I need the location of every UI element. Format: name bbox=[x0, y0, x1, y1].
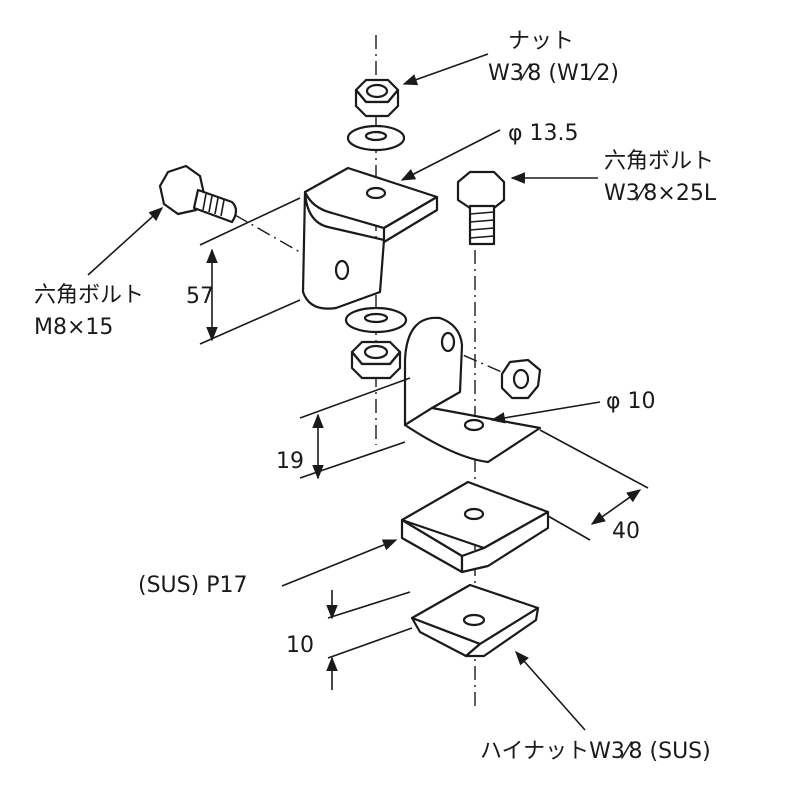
dimension-10-label: 10 bbox=[286, 633, 314, 658]
p17-plate bbox=[400, 480, 550, 574]
high-nut-plate bbox=[410, 583, 540, 658]
dimension-40-label: 40 bbox=[612, 519, 640, 544]
leader-hole-lower bbox=[490, 401, 601, 424]
top-nut bbox=[354, 78, 400, 118]
bolt-left-name-label: 六角ボルト bbox=[34, 283, 144, 308]
dimension-40 bbox=[539, 429, 649, 541]
dimension-57 bbox=[199, 197, 301, 345]
plate-label: (SUS) P17 bbox=[138, 573, 247, 598]
center-line-left-bolt bbox=[234, 214, 341, 276]
left-hex-bolt bbox=[158, 164, 238, 224]
dimension-19-label: 19 bbox=[276, 449, 304, 474]
middle-nut bbox=[350, 340, 402, 380]
right-hex-bolt bbox=[456, 170, 506, 246]
lower-bracket bbox=[403, 316, 542, 464]
leader-high-nut bbox=[515, 650, 586, 731]
hole-top-label: φ 13.5 bbox=[508, 121, 579, 146]
nut-size-label: W3⁄8 (W1⁄2) bbox=[488, 61, 619, 86]
hole-lower-label: φ 10 bbox=[606, 389, 656, 414]
leader-bolt-left bbox=[87, 207, 164, 276]
middle-washer bbox=[344, 306, 408, 334]
leader-hole-top bbox=[400, 129, 501, 181]
bolt-right-name-label: 六角ボルト bbox=[604, 149, 714, 174]
dimension-19 bbox=[299, 377, 411, 480]
upper-bracket bbox=[301, 166, 439, 310]
nut-name-label: ナット bbox=[508, 29, 574, 54]
bolt-left-size-label: M8×15 bbox=[34, 315, 113, 340]
dimension-10 bbox=[326, 590, 413, 690]
top-washer bbox=[346, 124, 406, 152]
leader-nut bbox=[402, 53, 489, 86]
high-nut-label: ハイナットW3⁄8 (SUS) bbox=[480, 739, 711, 764]
right-side-nut bbox=[500, 358, 542, 400]
bolt-right-size-label: W3⁄8×25L bbox=[604, 181, 717, 206]
dimension-57-label: 57 bbox=[186, 284, 214, 309]
leader-plate bbox=[281, 539, 398, 587]
